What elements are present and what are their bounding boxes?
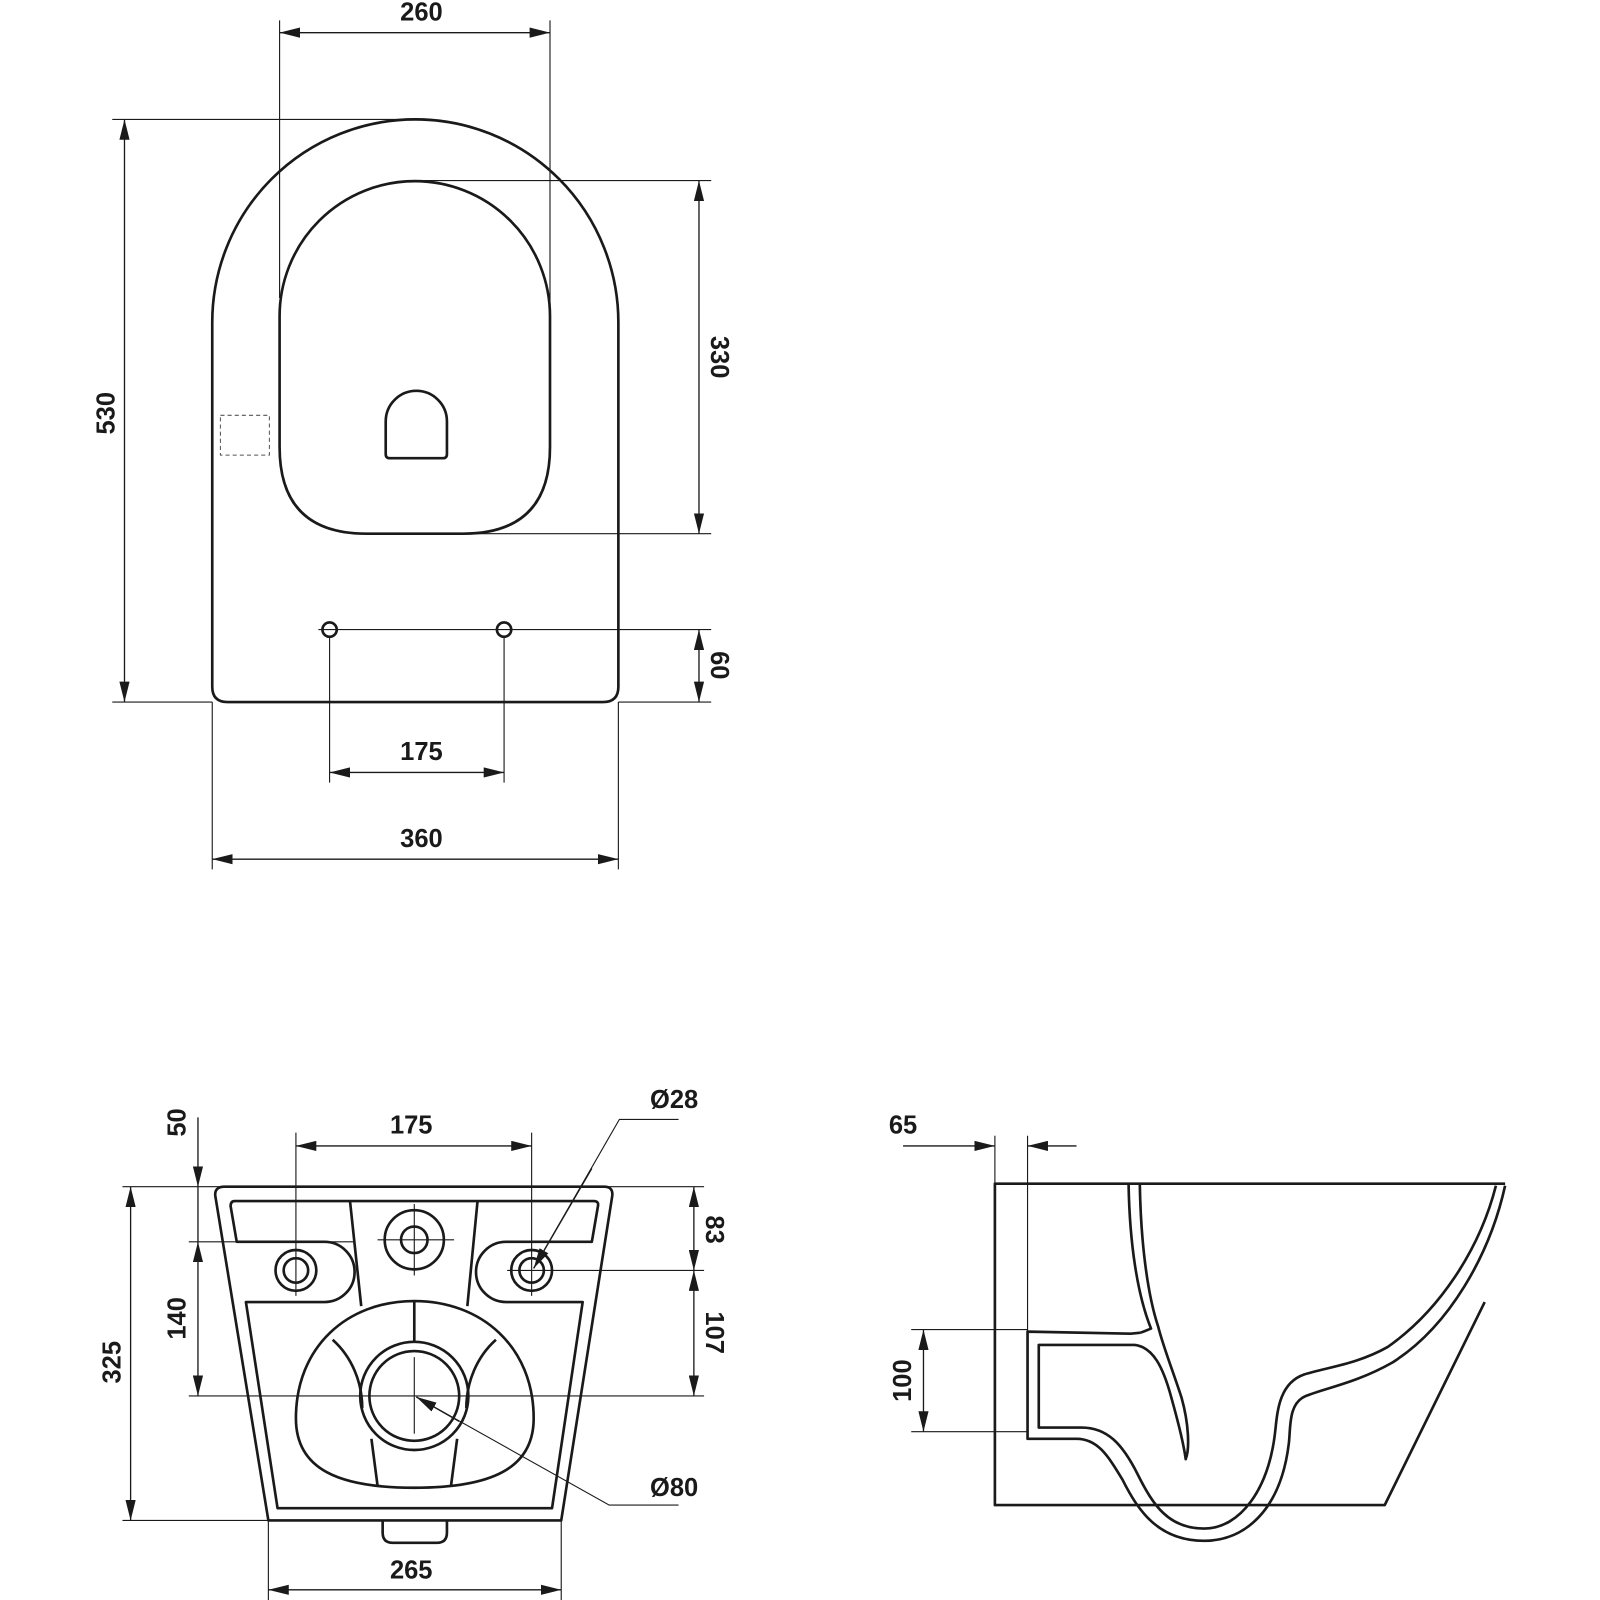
dim-label-bolt-to-outlet: 107 (700, 1311, 728, 1354)
dim-label-outlet-diameter: Ø80 (650, 1474, 698, 1502)
dim-label-outlet-size: 100 (889, 1359, 917, 1402)
dim-label-seat-width: 260 (400, 0, 443, 26)
leader-bolt-diameter (533, 1118, 679, 1269)
outlet-opening (384, 389, 449, 460)
top-view: 260 530 330 60 175 360 (92, 0, 733, 870)
dim-label-total-width: 360 (400, 825, 443, 853)
hidden-feature (219, 414, 270, 456)
dim-label-hole-offset: 60 (705, 651, 733, 679)
side-outline (993, 1182, 1506, 1507)
dim-label-wall-offset: 65 (889, 1112, 917, 1140)
dim-label-total-length: 530 (92, 392, 120, 435)
bowl-outline (210, 118, 620, 704)
dim-label-outlet-height: 140 (164, 1297, 192, 1340)
side-view: 65 100 (889, 1112, 1507, 1543)
dim-label-hole-spacing: 175 (400, 738, 443, 766)
dim-label-bottom-width: 265 (390, 1557, 433, 1585)
leader-outlet-diameter (416, 1396, 679, 1506)
bowl-outer-wall (1026, 1185, 1507, 1543)
dim-label-bolt-spacing: 175 (390, 1112, 433, 1140)
dim-label-top-offset: 50 (164, 1108, 192, 1136)
outlet-dome (294, 1299, 535, 1490)
bowl-inner-wall (1037, 1183, 1498, 1530)
dim-label-total-height: 325 (98, 1341, 126, 1384)
bowl-opening (278, 179, 552, 535)
dim-label-seat-length: 330 (705, 336, 733, 379)
dim-label-bolt-height: 83 (700, 1215, 728, 1243)
dim-label-bolt-diameter: Ø28 (650, 1086, 698, 1114)
outlet-tab (381, 1520, 449, 1545)
rear-view: 175 50 140 325 83 107 265 Ø28 Ø80 (98, 1086, 728, 1600)
